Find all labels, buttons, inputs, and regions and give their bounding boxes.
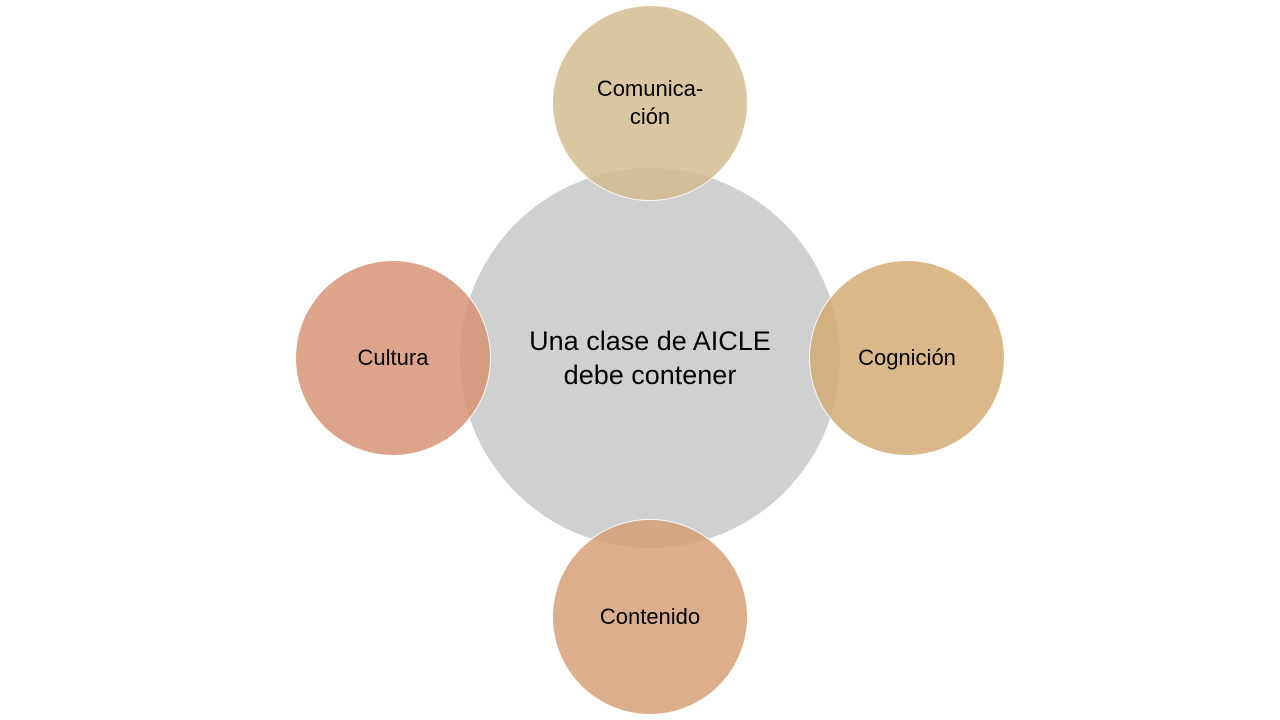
node-label-line: Cognición — [858, 345, 956, 370]
node-label-line: Contenido — [599, 604, 701, 629]
center-circle: Una clase de AICLE debe contener — [460, 168, 840, 548]
node-label: Cultura — [348, 344, 439, 372]
center-label: Una clase de AICLE debe contener — [510, 324, 790, 392]
node-label: Comunica- ción — [587, 75, 713, 131]
node-cultura: Cultura — [295, 260, 491, 456]
node-fill — [553, 6, 747, 200]
center-label-line-2: debe contener — [563, 360, 737, 390]
node-label-line: ción — [629, 104, 671, 129]
node-fill — [296, 261, 490, 455]
node-contenido: Contenido — [552, 519, 748, 715]
node-cognicion: Cognición — [809, 260, 1005, 456]
node-label-line: Comunica- — [596, 76, 704, 101]
node-label: Contenido — [590, 603, 710, 631]
node-label: Cognición — [848, 344, 966, 372]
node-fill — [810, 261, 1004, 455]
center-label-line-1: Una clase de AICLE — [529, 326, 771, 356]
node-comunicacion: Comunica- ción — [552, 5, 748, 201]
node-label-line: Cultura — [357, 345, 429, 370]
node-fill — [553, 520, 747, 714]
